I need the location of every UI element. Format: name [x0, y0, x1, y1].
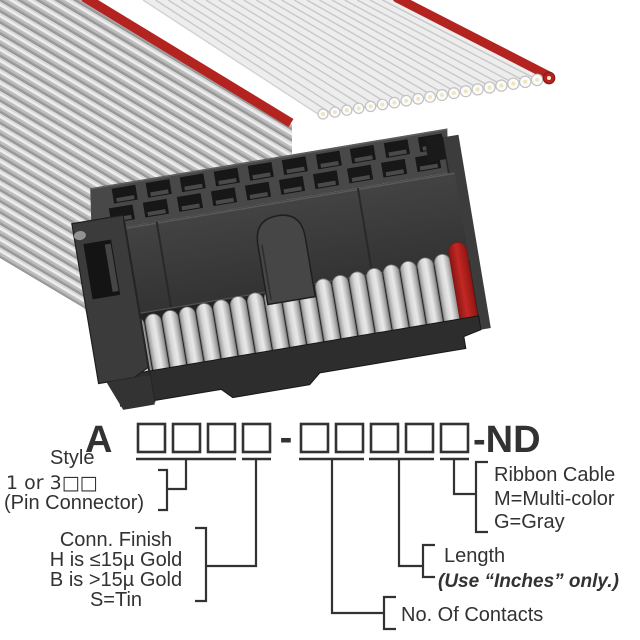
polarization-tab	[256, 214, 317, 306]
length-line1: Length	[444, 545, 505, 567]
finish-line4: S=Tin	[90, 589, 142, 611]
bracket-ribbon	[474, 460, 488, 534]
left-latch-pin	[73, 231, 86, 241]
idc-contact-holes	[108, 133, 444, 224]
cut-ribbon-seams	[155, 0, 538, 115]
connector-top-edge-highlight	[90, 128, 448, 190]
ribbon-line2: M=Multi-color	[494, 488, 615, 510]
leader-contacts	[330, 459, 384, 615]
callout-style: Style 1 or 3□□ (Pin Connector)	[4, 447, 144, 514]
callout-conn-finish: Conn. Finish H is ≤15µ Gold B is >15µ Go…	[50, 529, 183, 611]
pn-boxes-group1	[136, 422, 272, 454]
length-line2: (Use “Inches” only.)	[438, 571, 619, 592]
bracket-length	[421, 543, 435, 579]
left-latch-hole-wall	[104, 243, 119, 292]
style-line3: (Pin Connector)	[4, 492, 144, 514]
bracket-style	[158, 468, 169, 512]
callout-contacts: No. Of Contacts	[401, 604, 543, 626]
style-line2: 1 or 3□□	[6, 472, 98, 494]
finish-line1: Conn. Finish	[60, 529, 172, 551]
bracket-contacts	[382, 595, 396, 631]
connector-front-seam-left	[155, 221, 174, 318]
finish-line2: H is ≤15µ Gold	[50, 549, 183, 571]
ribbon-line3: G=Gray	[494, 511, 565, 533]
style-line1: Style	[50, 447, 94, 469]
pn-separator: -	[280, 417, 293, 459]
connector-front-seam-right	[356, 187, 375, 284]
red-stripe-cut-end	[392, 0, 554, 81]
connector-front-top-ridge	[89, 172, 455, 236]
finish-line3: B is >15µ Gold	[50, 569, 182, 591]
left-latch-seam	[123, 220, 156, 403]
bracket-finish	[195, 526, 208, 603]
callout-length: Length (Use “Inches” only.)	[438, 545, 619, 592]
leader-style	[167, 459, 188, 491]
connector-bottom-ledge	[115, 315, 482, 407]
pn-prefix: A	[85, 419, 112, 461]
pn-boxes-group2	[299, 422, 470, 454]
leader-ribbon	[452, 459, 476, 496]
cut-ribbon-left-edge	[142, 0, 322, 117]
leader-finish	[206, 459, 258, 568]
contacts-line1: No. Of Contacts	[401, 604, 543, 626]
left-latch-foot	[106, 374, 155, 410]
callout-ribbon-cable: Ribbon Cable M=Multi-color G=Gray	[494, 464, 615, 533]
pn-suffix: -ND	[473, 419, 541, 461]
red-stripe	[81, 0, 294, 128]
ribbon-line1: Ribbon Cable	[494, 464, 615, 486]
ribbon-cable-cut-end	[142, 0, 556, 120]
connector-right-notch	[424, 135, 447, 163]
idc-connector	[71, 128, 491, 410]
leader-length	[397, 459, 423, 568]
cut-wire-ends	[317, 71, 556, 120]
part-number-diagram: A - -ND Style 1 or 3□□ (Pin Connector) C…	[4, 417, 619, 631]
polarization-tab-shadow	[261, 244, 272, 301]
